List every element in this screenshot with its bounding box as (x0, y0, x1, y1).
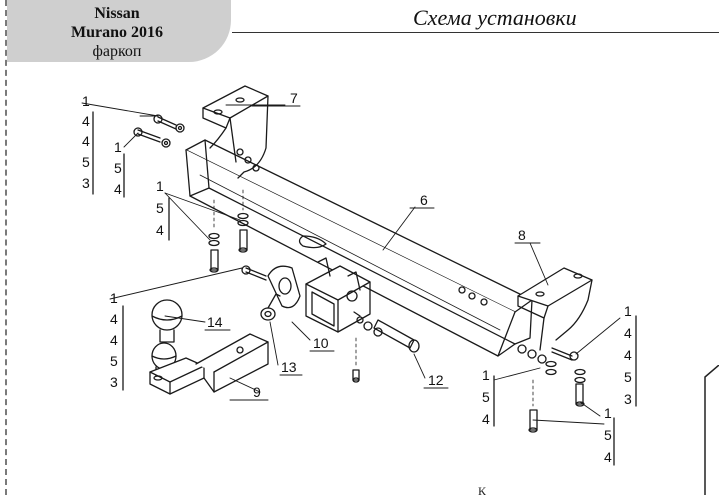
vehicle-brand: Nissan (94, 5, 140, 22)
right-bracket-part (517, 267, 593, 351)
fasteners (133, 114, 586, 433)
fastener-stack-top-left: 1 4 4 5 3 (82, 93, 90, 191)
stack-item: 1 (482, 367, 490, 383)
header-tab: Nissan Murano 2016 фаркоп (7, 0, 231, 62)
stack-item: 3 (624, 391, 632, 407)
callout-13: 13 (281, 359, 297, 375)
safety-clip-part (260, 293, 281, 321)
fastener-stack-left-vertical: 1 5 4 (156, 178, 164, 238)
callout-14: 14 (207, 314, 223, 330)
stack-item: 4 (110, 311, 118, 327)
hitch-pin-part (353, 311, 420, 353)
stack-item: 1 (156, 178, 164, 194)
stack-item: 5 (624, 369, 632, 385)
stack-item: 1 (110, 290, 118, 306)
stack-item: 3 (110, 374, 118, 390)
vehicle-model: Murano 2016 (71, 24, 163, 41)
fastener-stack-right: 1 4 4 5 3 (624, 303, 632, 407)
stack-item: 4 (82, 113, 90, 129)
stack-item: 5 (604, 427, 612, 443)
stack-item: 3 (82, 175, 90, 191)
stack-item: 5 (114, 160, 122, 176)
callout-10: 10 (313, 335, 329, 351)
stack-item: 4 (114, 181, 122, 197)
stack-item: 4 (82, 133, 90, 149)
dashed-page-border (5, 0, 7, 495)
stack-item: 4 (110, 332, 118, 348)
left-bracket-part (202, 85, 269, 179)
stack-item: 4 (156, 222, 164, 238)
stack-item: 4 (624, 347, 632, 363)
stack-item: 5 (82, 154, 90, 170)
stack-item: 4 (604, 449, 612, 465)
callout-12: 12 (428, 372, 444, 388)
stack-item: 1 (82, 93, 90, 109)
stack-item: 5 (156, 200, 164, 216)
crossbar-part (185, 139, 533, 357)
fastener-stack-bottom-right: 1 5 4 (604, 405, 612, 465)
fastener-stack-upper-mid: 1 5 4 (114, 139, 122, 197)
leader-lines (81, 102, 621, 425)
callout-7: 7 (290, 90, 298, 106)
stack-item: 4 (624, 325, 632, 341)
title-underline (232, 32, 719, 33)
stack-item: 1 (624, 303, 632, 319)
stack-item: 1 (604, 405, 612, 421)
stack-item: 1 (114, 139, 122, 155)
stack-item: 5 (110, 353, 118, 369)
ball-mount-part (149, 333, 269, 395)
callout-9: 9 (253, 384, 261, 400)
diagram-title: Схема установки (413, 5, 577, 30)
callout-6: 6 (420, 192, 428, 208)
footer-text: К (478, 484, 487, 498)
receiver-flange-part (267, 257, 371, 333)
stack-item: 5 (482, 389, 490, 405)
fastener-stack-lower-left: 1 4 4 5 3 (110, 290, 118, 390)
stack-bars (92, 111, 637, 466)
product-type: фаркоп (92, 43, 142, 60)
callout-8: 8 (518, 227, 526, 243)
corner-frame-mark (704, 365, 719, 495)
stack-item: 4 (482, 411, 490, 427)
fastener-stack-lower-mid-right: 1 5 4 (482, 367, 490, 427)
callout-underlines (204, 105, 541, 401)
header-text: Nissan Murano 2016 фаркоп (17, 4, 217, 61)
